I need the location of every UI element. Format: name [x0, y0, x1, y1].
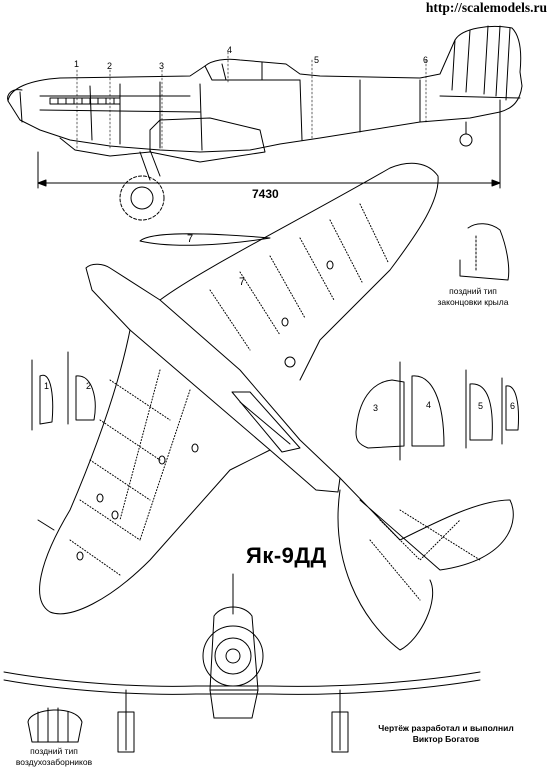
credit-line-1: Чертёж разработал и выполнил [378, 723, 514, 733]
intake-note-line-1: поздний тип [30, 746, 78, 756]
sections-right [355, 361, 519, 461]
sections-left [31, 351, 96, 431]
callout-6: 6 [423, 55, 429, 65]
wingtip [459, 223, 510, 281]
top-view [37, 162, 514, 651]
callout-4: 4 [227, 45, 233, 55]
aircraft-title: Як-9ДД [246, 543, 327, 568]
intake-note: поздний тип воздухозаборников [6, 746, 102, 767]
callout-3: 3 [159, 61, 165, 71]
wingtip-note-line-2: законцовки крыла [437, 296, 509, 307]
front-view [3, 573, 481, 753]
watermark-url[interactable]: http://scalemodels.ru [422, 1, 550, 15]
intake-detail [27, 707, 83, 743]
section-7-callout: 7 [239, 276, 246, 288]
section-3-label: 3 [373, 403, 379, 413]
section-1-label: 1 [44, 381, 50, 391]
section-6-label: 6 [510, 401, 516, 411]
section-2-label: 2 [86, 381, 92, 391]
side-view [7, 25, 523, 221]
credit-line-2: Виктор Богатов [412, 734, 480, 745]
wing-profile [139, 233, 271, 246]
section-4-label: 4 [426, 400, 432, 410]
wingtip-note: поздний тип законцовки крыла [428, 286, 518, 307]
callout-2: 2 [107, 61, 113, 71]
section-5-label: 5 [478, 401, 484, 411]
profile-label: 7 [187, 233, 194, 245]
length-dimension: 7430 [252, 187, 279, 201]
callout-1: 1 [74, 59, 80, 69]
credit-block: Чертёж разработал и выполнил Виктор Бога… [360, 723, 532, 746]
callout-5: 5 [314, 55, 320, 65]
intake-note-line-2: воздухозаборников [15, 756, 93, 767]
wingtip-note-line-1: поздний тип [449, 286, 497, 296]
